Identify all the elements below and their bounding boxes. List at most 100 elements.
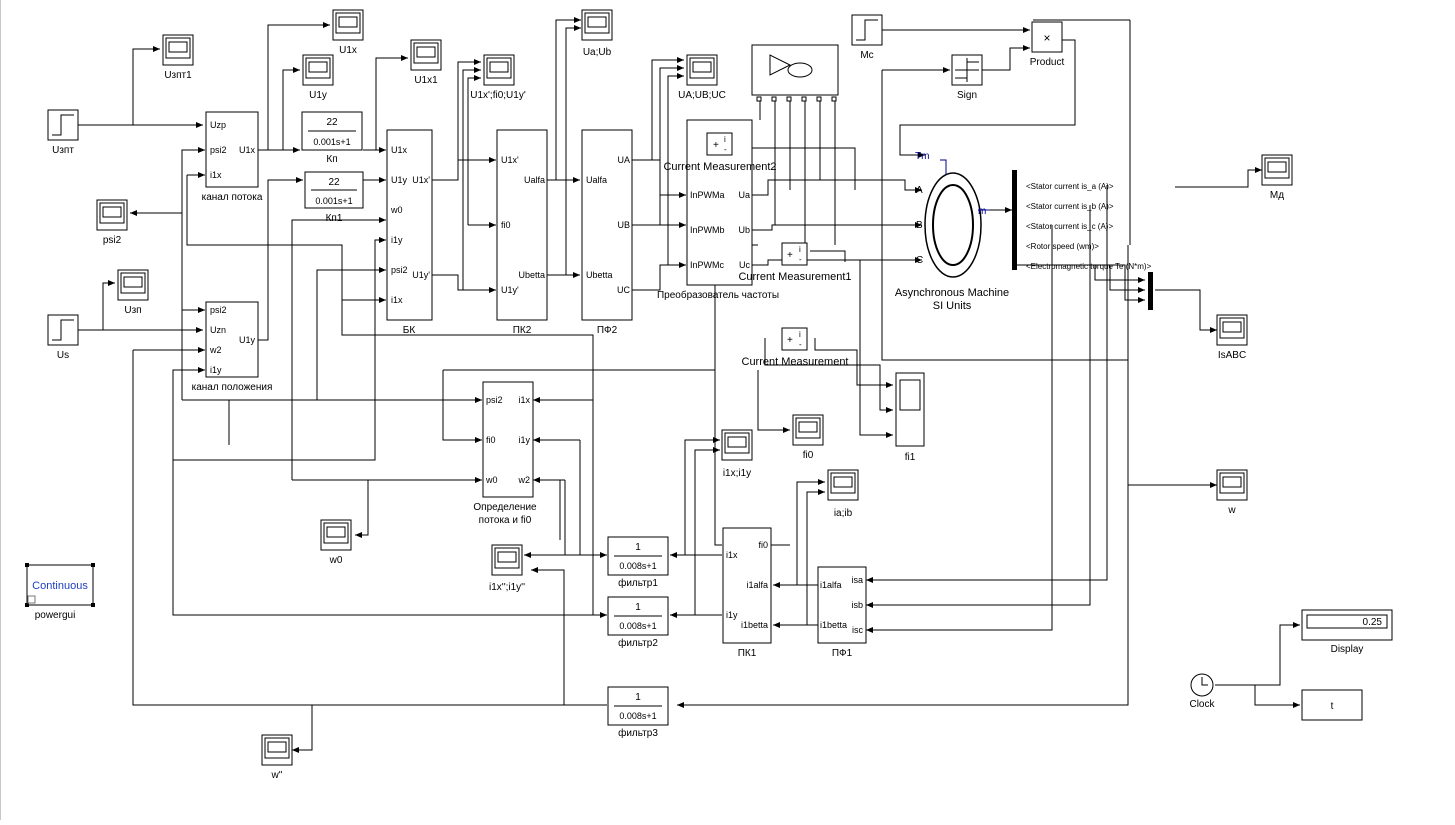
- svg-text:+: +: [713, 140, 719, 151]
- subsystem-opredelenie[interactable]: [482, 381, 534, 498]
- scope-usp[interactable]: [117, 269, 149, 301]
- product-block[interactable]: ×: [1031, 21, 1063, 53]
- sign-block[interactable]: [951, 54, 983, 86]
- to-workspace-t-label: t: [1331, 701, 1334, 712]
- scope-i1xi1y-filtered-label: i1x'';i1y'': [489, 582, 525, 593]
- current-measurement-3[interactable]: + i -: [781, 327, 808, 351]
- scope-usnt1[interactable]: [162, 34, 194, 66]
- transfer-fcn-filtr1[interactable]: [607, 536, 669, 576]
- pk2-label: ПК2: [513, 325, 532, 336]
- step-block-us[interactable]: [47, 314, 79, 346]
- scope-w-label: w: [1227, 505, 1236, 516]
- machine-label-2: SI Units: [933, 300, 972, 312]
- filtr1-label: фильтр1: [618, 577, 658, 589]
- scope-iaib-label: ia;ib: [834, 508, 853, 519]
- bus-signal-labels: <Stator current is_a (A)> <Stator curren…: [1026, 182, 1152, 271]
- subsystem-pk2[interactable]: [496, 129, 548, 321]
- bk-label: БК: [403, 325, 416, 336]
- step-block-usnt[interactable]: [47, 109, 79, 141]
- powergui-block[interactable]: [25, 563, 95, 607]
- kp-num: 22: [326, 117, 338, 128]
- pf1-label: ПФ1: [832, 648, 853, 659]
- machine-m-port: m: [978, 206, 986, 217]
- svg-text:i: i: [799, 330, 801, 339]
- scope-psi2[interactable]: [96, 199, 128, 231]
- scope-w0-label: w0: [329, 555, 343, 566]
- pk2-in-1: U1x': [501, 155, 519, 165]
- scope-w-double[interactable]: [261, 734, 293, 766]
- scope-u1x1[interactable]: [410, 39, 442, 71]
- scope-w0[interactable]: [320, 519, 352, 551]
- scope-w[interactable]: [1216, 469, 1248, 501]
- transfer-fcn-kp[interactable]: [301, 111, 363, 151]
- scope-usnt1-label: Uзпт1: [164, 70, 192, 81]
- filtr3-den: 0.008s+1: [619, 711, 656, 721]
- subsystem-kanal-polozheniya[interactable]: [205, 301, 259, 378]
- kp-label: Кп: [326, 154, 337, 165]
- to-workspace-t[interactable]: [1301, 689, 1363, 721]
- svg-text:+: +: [787, 250, 793, 261]
- pf1-out-1: isa: [851, 575, 863, 585]
- bus-selector[interactable]: [1012, 170, 1017, 270]
- subsystem-pf2[interactable]: [581, 129, 633, 321]
- subsystem-bk[interactable]: [386, 129, 433, 321]
- display-block[interactable]: [1301, 609, 1393, 641]
- subsystem-pk1[interactable]: [722, 527, 772, 644]
- pk1-label: ПК1: [738, 648, 757, 659]
- machine-port-a: A: [916, 185, 923, 196]
- pf2-in-1: Ualfa: [586, 175, 607, 185]
- transfer-fcn-filtr2[interactable]: [607, 596, 669, 636]
- scope-isabc-label: IsABC: [1218, 350, 1246, 361]
- svg-text:-: -: [724, 145, 727, 154]
- machine-label-1: Asynchronous Machine: [895, 287, 1009, 299]
- scope-i1xi1y-filtered[interactable]: [491, 544, 523, 576]
- current-measurement-1[interactable]: + i -: [781, 242, 808, 266]
- svg-text:-: -: [799, 255, 802, 264]
- subsystem-kanal-potoka[interactable]: [205, 111, 259, 188]
- pk2-out-2: Ubetta: [518, 270, 545, 280]
- scope-fi0[interactable]: [792, 414, 824, 446]
- bk-in-6: i1x: [391, 295, 403, 305]
- machine-tm-port: Tm: [915, 151, 929, 162]
- svg-text:-: -: [799, 340, 802, 349]
- pf1-in-2: i1betta: [820, 620, 847, 630]
- opr-out-2: i1y: [518, 435, 530, 445]
- pf1-in-1: i1alfa: [820, 580, 842, 590]
- scope-isabc[interactable]: [1216, 314, 1248, 346]
- pk2-in-2: fi0: [501, 220, 511, 230]
- pf2-out-3: UC: [617, 285, 630, 295]
- scope-md[interactable]: [1261, 154, 1293, 186]
- subsystem-pf1[interactable]: [817, 566, 867, 644]
- kp-out-1: U1x: [239, 145, 256, 155]
- kp1-num: 22: [328, 177, 340, 188]
- converter-label: Преобразователь частоты: [657, 289, 779, 301]
- mux-block[interactable]: [1148, 272, 1153, 310]
- scope-uaub[interactable]: [581, 9, 613, 41]
- scope-i1xi1y[interactable]: [721, 429, 753, 461]
- signal-lines: [78, 17, 1300, 753]
- subsystem-power-source[interactable]: [751, 44, 839, 96]
- opr-in-2: fi0: [486, 435, 496, 445]
- transfer-fcn-kp1[interactable]: [304, 171, 364, 209]
- bus-signal-4: <Rotor speed (wm)>: [1026, 242, 1099, 251]
- transfer-fcn-filtr3[interactable]: [607, 686, 669, 726]
- scope-uaubuc[interactable]: [686, 54, 718, 86]
- step-block-mc[interactable]: [851, 14, 883, 46]
- filtr3-label: фильтр3: [618, 727, 658, 739]
- current-measurement-2[interactable]: + i -: [706, 132, 733, 156]
- scope-u1x[interactable]: [332, 9, 364, 41]
- conv-out-3: Uc: [739, 260, 750, 270]
- filtr3-num: 1: [635, 692, 641, 703]
- asynchronous-machine[interactable]: [924, 159, 990, 278]
- scope-iaib[interactable]: [827, 469, 859, 501]
- scope-u1y[interactable]: [302, 54, 334, 86]
- pf2-out-1: UA: [617, 155, 630, 165]
- conv-out-2: Ub: [738, 225, 750, 235]
- opr-in-3: w0: [485, 475, 498, 485]
- opr-out-3: w2: [517, 475, 530, 485]
- scope-u1x-fi0-u1y[interactable]: [483, 54, 515, 86]
- clock-block[interactable]: [1190, 673, 1214, 697]
- scope-fi1[interactable]: [895, 372, 925, 447]
- kpl-in-2: Uzn: [210, 325, 226, 335]
- kp-in-1: Uzp: [210, 120, 226, 130]
